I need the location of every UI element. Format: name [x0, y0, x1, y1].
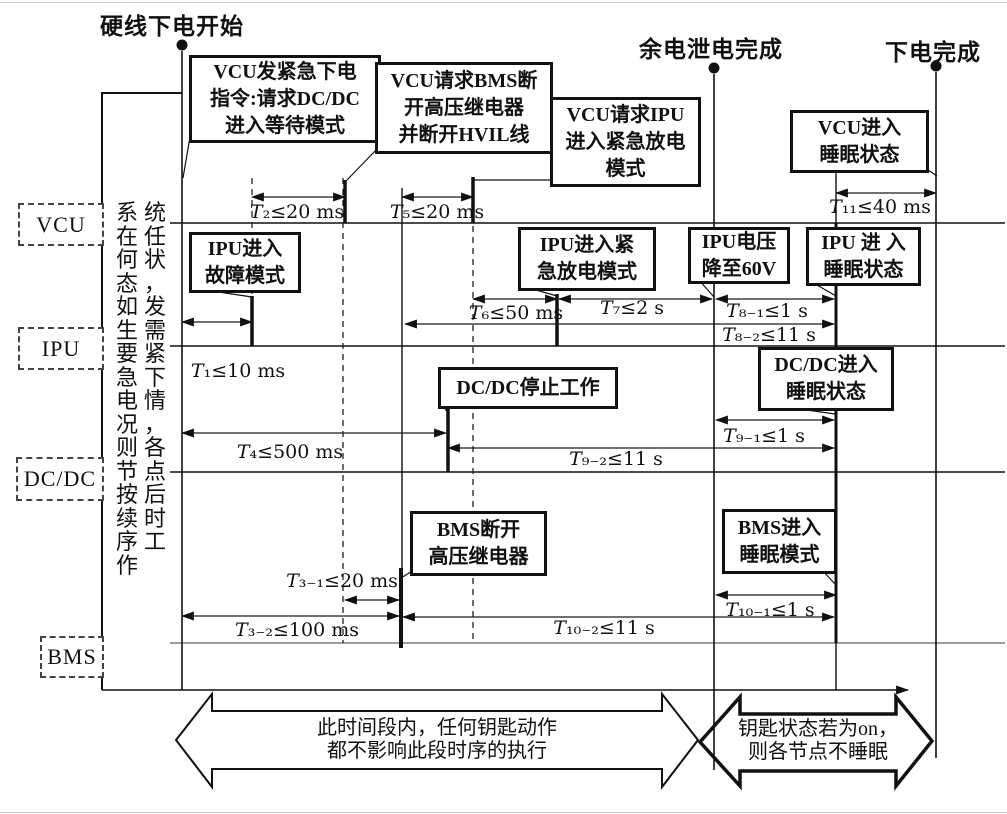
timing-label-t1: T₁≤10 ms: [190, 360, 286, 382]
callout-bms-open: BMS断开 高压继电器: [410, 511, 547, 576]
event-dot-power-off-complete: [930, 60, 942, 72]
timing-label-t11: T₁₁≤40 ms: [829, 196, 931, 218]
callout-line: IPU电压: [701, 230, 777, 253]
callout-line: 睡眠状态: [819, 143, 900, 166]
timing-label-t9-1: T₉₋₁≤1 s: [723, 425, 805, 447]
callout-line: DC/DC停止工作: [456, 376, 600, 399]
row-label-ipu: IPU: [18, 327, 104, 370]
callout-ipu-sleep: IPU 进 入 睡眠状态: [806, 227, 921, 286]
callout-line: BMS断开: [436, 518, 521, 541]
event-dot-start: [176, 39, 188, 51]
row-label-bms: BMS: [40, 636, 104, 678]
key-on-banner-text: 钥匙状态若为on， 则各节点不睡眠: [738, 718, 898, 764]
row-label-dcdc-text: DC/DC: [23, 466, 97, 491]
callout-ipu-voltage: IPU电压 降至60V: [688, 227, 790, 284]
callout-ipu-fault: IPU进入 故障模式: [189, 232, 301, 293]
key-window-banner-arrow: [174, 691, 700, 790]
callout-line: 开高压继电器: [404, 96, 524, 119]
callout-line: 指令:请求DC/DC: [210, 87, 360, 110]
callout-line: VCU发紧急下电: [213, 60, 357, 83]
callout-line: 睡眠模式: [739, 543, 820, 566]
timing-label-t3-1: T₃₋₁≤20 ms: [286, 570, 398, 592]
callout-vcu-cmd-bms: VCU请求BMS断 开高压继电器 并断开HVIL线: [375, 62, 553, 154]
timing-label-t5: T₅≤20 ms: [389, 201, 485, 223]
callout-dcdc-stop: DC/DC停止工作: [438, 367, 618, 409]
dimension-arrows: [180, 188, 938, 622]
callout-line: 睡眠状态: [823, 258, 904, 281]
callout-line: VCU请求BMS断: [390, 69, 538, 92]
callout-line: IPU进入紧: [539, 234, 635, 256]
timing-label-t4: T₄≤500 ms: [236, 441, 344, 463]
callout-line: 并断开HVIL线: [398, 123, 530, 146]
callout-line: IPU 进 入: [821, 231, 906, 254]
banner-line: 则各节点不睡眠: [748, 741, 888, 763]
callout-line: VCU请求IPU: [566, 103, 685, 126]
callout-vcu-sleep: VCU进入 睡眠状态: [790, 110, 929, 173]
timing-label-t6: T₆≤50 ms: [468, 302, 564, 324]
timing-label-t8-1: T₈₋₁≤1 s: [726, 300, 808, 322]
timing-label-t3-2: T₃₋₂≤100 ms: [235, 619, 359, 641]
banner-line: 此时间段内，任何钥匙动作: [317, 717, 557, 739]
callout-line: 故障模式: [205, 264, 285, 287]
callout-line: DC/DC进入: [774, 354, 878, 376]
callout-dcdc-sleep: DC/DC进入 睡眠状态: [758, 347, 894, 411]
row-label-ipu-text: IPU: [41, 335, 81, 361]
callout-line: 进入等待模式: [225, 114, 345, 137]
timing-label-t9-2: T₉₋₂≤11 s: [569, 448, 663, 470]
event-dot-drain-complete: [708, 62, 720, 74]
timing-label-t10-1: T₁₀₋₁≤1 s: [725, 599, 815, 621]
timing-label-t7: T₇≤2 s: [599, 297, 665, 319]
callout-line: 进入紧急放电: [565, 130, 686, 153]
row-label-dcdc: DC/DC: [16, 457, 104, 501]
banner-line: 都不影响此段时序的执行: [327, 740, 547, 762]
row-baselines: [170, 222, 1005, 644]
page-rule-top: [0, 2, 1007, 3]
callout-line: BMS进入: [737, 516, 822, 539]
event-label-power-off-complete: 下电完成: [885, 40, 981, 65]
timing-label-t2: T₂≤20 ms: [249, 201, 345, 223]
key-on-banner-arrow: [697, 692, 935, 791]
row-label-bms-text: BMS: [47, 644, 97, 669]
system-state-note: 系统在任何状态，如发生需要紧急下电情况，则各节点按后续时序工作: [116, 200, 170, 578]
page-rule-bottom: [0, 812, 1007, 813]
callout-line: 睡眠状态: [786, 381, 866, 403]
callout-line: 降至60V: [701, 257, 777, 280]
event-label-start: 硬线下电开始: [100, 14, 244, 39]
callout-bms-sleep: BMS进入 睡眠模式: [722, 509, 837, 574]
callout-vcu-cmd-dcdc: VCU发紧急下电 指令:请求DC/DC 进入等待模式: [189, 55, 381, 143]
callout-line: 急放电模式: [537, 261, 637, 283]
key-window-banner-text: 此时间段内，任何钥匙动作 都不影响此段时序的执行: [317, 717, 557, 763]
callout-line: IPU进入: [207, 237, 283, 260]
timing-label-t8-2: T₈₋₂≤11 s: [722, 324, 816, 346]
event-label-drain-complete: 余电泄电完成: [639, 37, 783, 62]
row-label-vcu: VCU: [18, 203, 104, 246]
callout-line: 高压继电器: [428, 545, 529, 568]
callout-ipu-discharge: IPU进入紧 急放电模式: [518, 227, 656, 291]
callout-line: VCU进入: [817, 116, 902, 139]
row-label-vcu-text: VCU: [36, 211, 86, 237]
timing-label-t10-2: T₁₀₋₂≤11 s: [553, 617, 655, 639]
callout-line: 模式: [605, 157, 646, 180]
callout-vcu-cmd-ipu: VCU请求IPU 进入紧急放电 模式: [550, 97, 701, 187]
banner-line: 钥匙状态若为on，: [738, 718, 898, 740]
